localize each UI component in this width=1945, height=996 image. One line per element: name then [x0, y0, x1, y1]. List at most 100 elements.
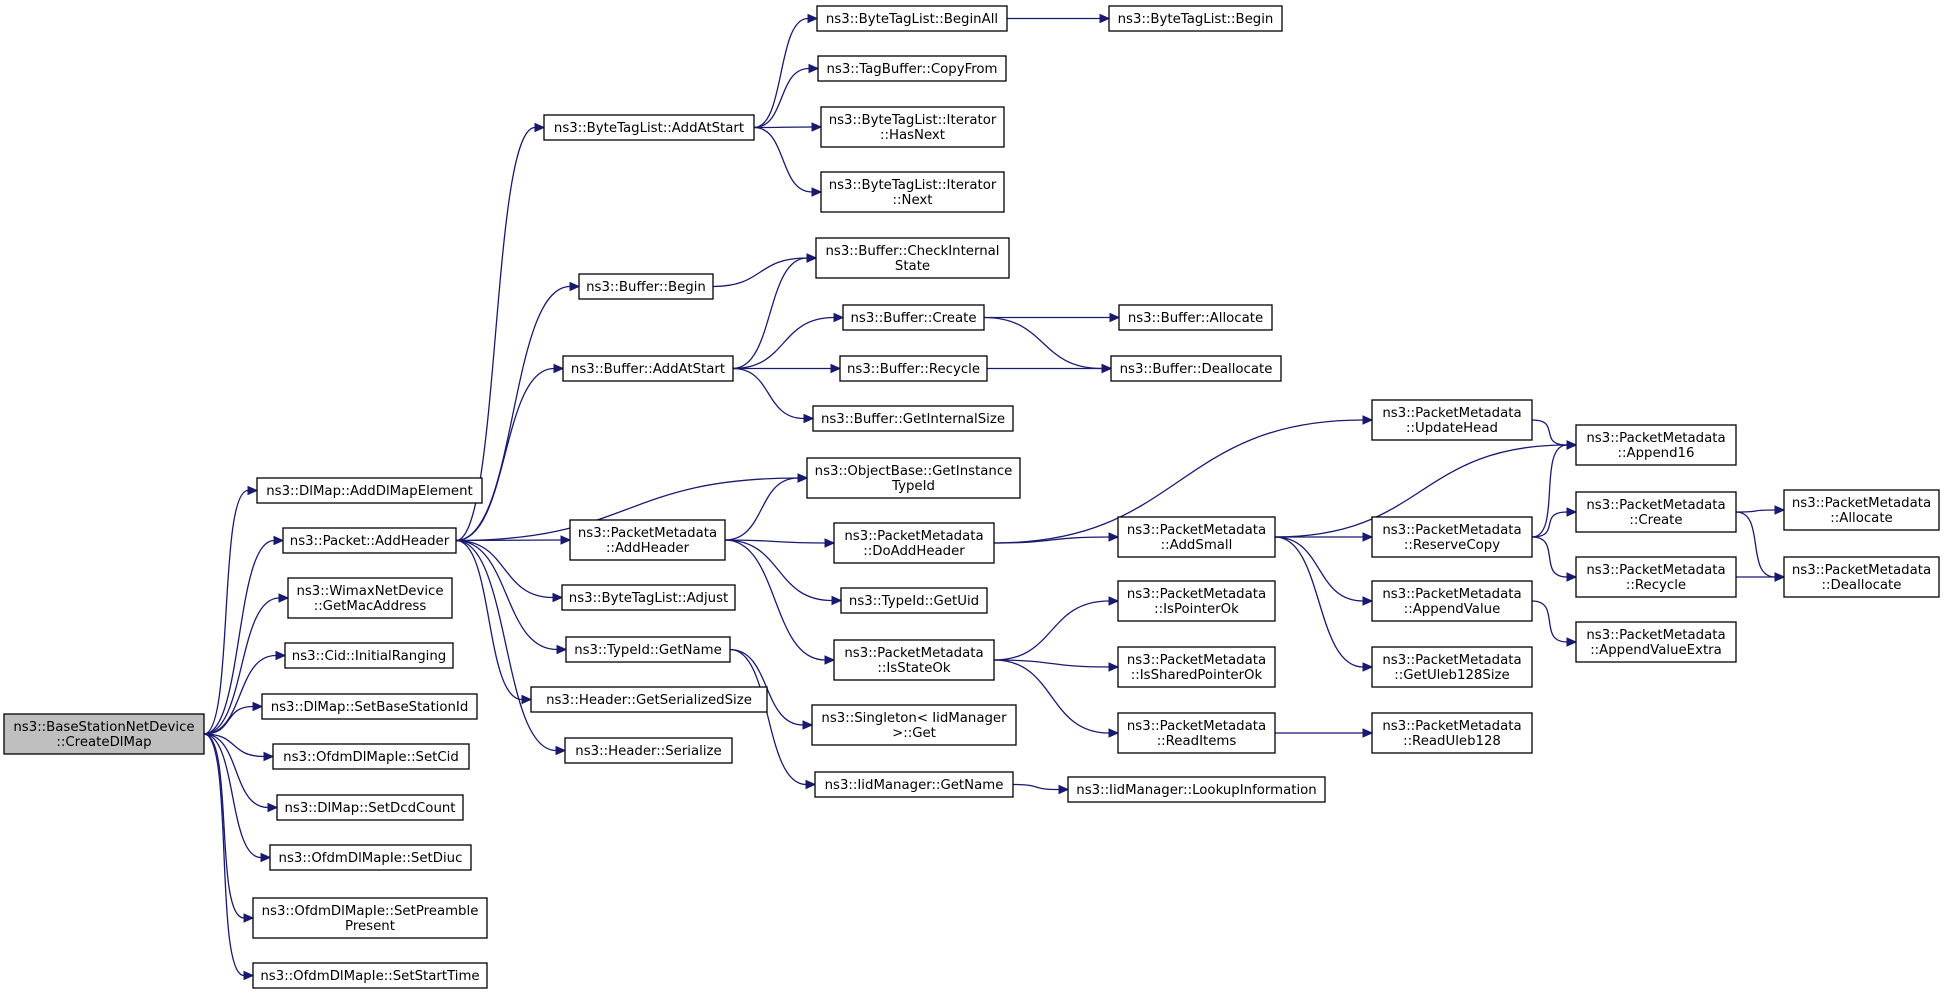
- function-node[interactable]: ns3::PacketMetadata::DoAddHeader: [833, 522, 995, 564]
- edge-line: [712, 257, 808, 288]
- function-node[interactable]: ns3::PacketMetadata::Deallocate: [1783, 556, 1940, 598]
- function-node[interactable]: ns3::ByteTagList::Iterator::Next: [820, 171, 1005, 213]
- edge-arrowhead: [1108, 532, 1120, 542]
- node-label: ns3::PacketMetadata: [1382, 523, 1521, 538]
- node-label: ns3::Header::Serialize: [575, 744, 721, 759]
- function-node[interactable]: ns3::Buffer::Recycle: [839, 355, 988, 382]
- node-label: ns3::ByteTagList::Begin: [1118, 12, 1274, 27]
- node-box: [840, 587, 988, 614]
- function-node[interactable]: ns3::Buffer::GetInternalSize: [812, 405, 1014, 432]
- edge-arrowhead: [1362, 415, 1374, 425]
- function-node[interactable]: ns3::TypeId::GetUid: [840, 587, 988, 614]
- call-edge: [724, 539, 836, 665]
- function-node[interactable]: ns3::DlMap::SetDcdCount: [276, 794, 464, 821]
- edge-line: [203, 539, 275, 735]
- function-node[interactable]: ns3::Buffer::Allocate: [1118, 304, 1273, 331]
- function-node[interactable]: ns3::Header::Serialize: [564, 737, 733, 764]
- edge-line: [753, 67, 810, 129]
- node-label: ns3::ObjectBase::GetInstance: [815, 464, 1013, 479]
- function-node[interactable]: ns3::TagBuffer::CopyFrom: [817, 55, 1007, 82]
- function-node[interactable]: ns3::ByteTagList::AddAtStart: [543, 114, 755, 141]
- node-label: ns3::PacketMetadata: [1382, 406, 1521, 421]
- node-box: [833, 639, 995, 681]
- function-node[interactable]: ns3::ByteTagList::Begin: [1108, 5, 1283, 32]
- function-node[interactable]: ns3::PacketMetadata::ReserveCopy: [1371, 516, 1533, 558]
- function-node[interactable]: ns3::DlMap::SetBaseStationId: [261, 693, 478, 720]
- node-box: [817, 55, 1007, 82]
- node-box: [1117, 580, 1276, 622]
- function-node[interactable]: ns3::PacketMetadata::Append16: [1575, 424, 1737, 466]
- call-edge: [455, 535, 572, 545]
- edge-line: [455, 539, 523, 701]
- function-node[interactable]: ns3::Packet::AddHeader: [282, 527, 457, 554]
- function-node[interactable]: ns3::PacketMetadata::AddHeader: [569, 519, 726, 561]
- node-label: ns3::Buffer::AddAtStart: [571, 362, 725, 377]
- function-node[interactable]: ns3::PacketMetadata::GetUleb128Size: [1371, 646, 1533, 688]
- function-node[interactable]: ns3::PacketMetadata::ReadUleb128: [1371, 712, 1533, 754]
- function-node[interactable]: ns3::Singleton< IidManager >::Get: [811, 704, 1017, 746]
- node-label: ns3::IidManager::LookupInformation: [1076, 783, 1316, 798]
- node-label: ::GetUleb128Size: [1394, 668, 1509, 683]
- function-node[interactable]: ns3::TypeId::GetName: [565, 636, 731, 663]
- function-node[interactable]: ns3::PacketMetadata::IsSharedPointerOk: [1117, 646, 1276, 688]
- edge-line: [455, 126, 536, 542]
- function-node[interactable]: ns3::PacketMetadata::Recycle: [1575, 556, 1737, 598]
- function-node[interactable]: ns3::PacketMetadata::Allocate: [1783, 489, 1940, 531]
- function-node[interactable]: ns3::WimaxNetDevice::GetMacAddress: [287, 577, 453, 619]
- function-node[interactable]: ns3::IidManager::GetName: [814, 771, 1014, 798]
- function-node[interactable]: ns3::Buffer::Deallocate: [1110, 355, 1282, 382]
- edge-arrowhead: [1108, 728, 1120, 738]
- function-node[interactable]: ns3::ByteTagList::Adjust: [561, 584, 736, 611]
- node-label: ::Next: [893, 193, 933, 208]
- node-label: Present: [345, 919, 395, 934]
- function-node[interactable]: ns3::ByteTagList::BeginAll: [816, 5, 1008, 32]
- function-node[interactable]: ns3::PacketMetadata::ReadItems: [1117, 712, 1276, 754]
- root-function-node[interactable]: ns3::BaseStationNetDevice::CreateDlMap: [3, 713, 205, 755]
- function-node[interactable]: ns3::Header::GetSerializedSize: [530, 686, 768, 713]
- node-box: [287, 577, 453, 619]
- node-label: ns3::Singleton< IidManager: [821, 711, 1007, 726]
- node-label: ns3::Cid::InitialRanging: [292, 649, 446, 664]
- function-node[interactable]: ns3::Buffer::Create: [842, 304, 985, 331]
- function-node[interactable]: ns3::DlMap::AddDlMapElement: [256, 477, 483, 504]
- call-edge: [1274, 536, 1374, 606]
- function-node[interactable]: ns3::IidManager::LookupInformation: [1067, 776, 1326, 803]
- node-box: [1117, 712, 1276, 754]
- function-node[interactable]: ns3::Cid::InitialRanging: [284, 642, 454, 669]
- call-edge: [753, 13, 819, 129]
- node-box: [272, 743, 470, 770]
- function-node[interactable]: ns3::Buffer::Begin: [578, 273, 714, 300]
- function-node[interactable]: ns3::OfdmDlMapIe::SetDiuc: [269, 844, 472, 871]
- function-node[interactable]: ns3::PacketMetadata::IsStateOk: [833, 639, 995, 681]
- function-node[interactable]: ns3::OfdmDlMapIe::SetCid: [272, 743, 470, 770]
- node-label: ::IsStateOk: [877, 661, 950, 676]
- call-edge: [1735, 511, 1786, 582]
- function-node[interactable]: ns3::Buffer::AddAtStart: [562, 355, 734, 382]
- call-edge: [455, 281, 581, 542]
- edge-arrowhead: [252, 701, 264, 712]
- node-label: ns3::PacketMetadata: [1586, 563, 1725, 578]
- function-node[interactable]: ns3::PacketMetadata::Create: [1575, 491, 1737, 533]
- edge-line: [724, 477, 799, 541]
- edge-arrowhead: [556, 644, 568, 655]
- node-label: ::DoAddHeader: [863, 544, 965, 559]
- function-node[interactable]: ns3::OfdmDlMapIe::SetStartTime: [252, 962, 488, 989]
- node-label: ns3::PacketMetadata: [1586, 628, 1725, 643]
- call-edge: [455, 539, 568, 655]
- function-node[interactable]: ns3::PacketMetadata::AddSmall: [1117, 516, 1276, 558]
- edge-line: [993, 600, 1110, 661]
- function-node[interactable]: ns3::PacketMetadata::AppendValue: [1371, 580, 1533, 622]
- call-edge: [1531, 536, 1578, 582]
- edge-arrowhead: [569, 281, 581, 292]
- function-node[interactable]: ns3::PacketMetadata::IsPointerOk: [1117, 580, 1276, 622]
- edge-arrowhead: [1566, 572, 1578, 582]
- function-node[interactable]: ns3::PacketMetadata::UpdateHead: [1371, 399, 1533, 441]
- function-node[interactable]: ns3::ByteTagList::Iterator::HasNext: [820, 106, 1005, 148]
- function-node[interactable]: ns3::PacketMetadata::AppendValueExtra: [1575, 621, 1737, 663]
- node-box: [1371, 516, 1533, 558]
- edge-line: [1531, 511, 1568, 538]
- call-edge: [203, 733, 275, 762]
